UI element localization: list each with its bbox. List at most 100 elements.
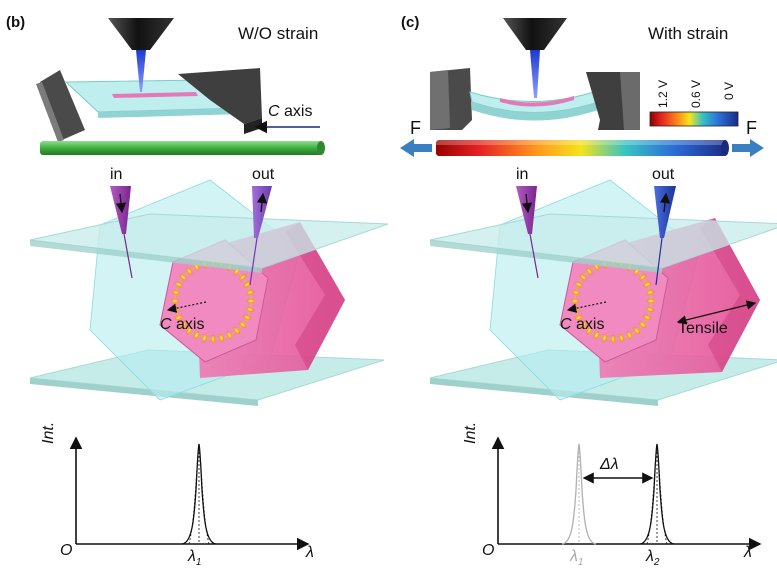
peak2-sub-c: 2 xyxy=(653,557,660,569)
out-direction-arrow-c xyxy=(659,192,671,213)
c-letter-b: C xyxy=(268,103,280,120)
mode-dot xyxy=(233,327,240,335)
mode-dot xyxy=(574,314,583,321)
mode-dot xyxy=(239,274,247,281)
voltage-colorbar xyxy=(649,111,739,127)
mode-dot xyxy=(593,331,600,340)
lambda-axis-label-b: λ xyxy=(306,544,314,561)
force-arrow-right xyxy=(732,139,764,157)
nanowire-on-substrate-b xyxy=(112,92,198,98)
mode-dot xyxy=(645,307,655,312)
peak2-symbol-c: λ xyxy=(646,548,654,565)
mode-dot xyxy=(245,307,255,312)
peak1-symbol-b: λ xyxy=(188,548,196,565)
mode-dot xyxy=(639,274,647,281)
mode-dot xyxy=(186,267,193,275)
origin-label-b: O xyxy=(60,542,73,559)
bent-nanowire-c xyxy=(500,96,574,107)
mode-dot xyxy=(193,331,200,340)
mode-dot xyxy=(246,298,256,304)
spectrum-plot-b xyxy=(69,436,310,551)
beam-c xyxy=(530,50,540,98)
mode-dot xyxy=(579,274,587,281)
colorbar-tick-2: 0.6 V xyxy=(689,79,703,108)
mode-dot xyxy=(602,333,607,343)
mode-dot xyxy=(170,298,180,304)
left-clamp-b xyxy=(40,70,85,140)
in-label-c: in xyxy=(516,166,529,183)
mode-dot xyxy=(210,334,216,344)
waveguide-assembly-c xyxy=(429,179,777,406)
top-slab-c xyxy=(429,213,777,269)
peak1-sub-c: 1 xyxy=(577,557,584,569)
mode-dot xyxy=(645,290,655,295)
mode-dot xyxy=(619,333,624,343)
mode-dot xyxy=(643,314,652,321)
peak1-sub-b: 1 xyxy=(195,557,202,569)
mode-dot xyxy=(219,333,224,343)
tip-b xyxy=(108,18,174,50)
peak1-symbol-c: λ xyxy=(570,548,578,565)
mode-dot xyxy=(639,321,647,328)
mode-dot xyxy=(179,274,187,281)
mode-dot xyxy=(171,290,181,295)
tensile-label: Tensile xyxy=(678,320,728,337)
out-probe-c xyxy=(654,186,676,238)
tensile-arrow xyxy=(676,300,757,325)
tip-c xyxy=(503,18,567,50)
mode-dot xyxy=(174,314,183,321)
shift-label: Δλ xyxy=(600,456,619,473)
force-right-label: F xyxy=(746,118,757,138)
mode-dot xyxy=(571,290,581,295)
int-label-c: Int. xyxy=(462,421,479,444)
mode-dot xyxy=(245,290,255,295)
mode-dot xyxy=(646,298,656,304)
mode-dot xyxy=(186,327,193,335)
bending-stage-b xyxy=(36,18,262,142)
panel-label-b: (b) xyxy=(6,14,26,31)
in-label-b: in xyxy=(110,166,123,183)
mode-dot xyxy=(610,334,616,344)
inner-c-word-c: axis xyxy=(571,316,605,333)
int-label-b: Int. xyxy=(40,421,57,444)
beam-b xyxy=(136,50,146,92)
panel-b xyxy=(29,18,389,551)
peak2-label-c: λ2 xyxy=(646,548,659,568)
mode-dot xyxy=(243,314,252,321)
mode-dot xyxy=(174,281,183,288)
panel-title-b: W/O strain xyxy=(238,24,319,43)
peak1-label-b: λ1 xyxy=(188,548,201,568)
inner-c-axis-label-c: C axis xyxy=(560,316,604,334)
right-clamp-b xyxy=(178,68,262,124)
mode-dot xyxy=(633,327,640,335)
force-arrow-left xyxy=(400,139,432,157)
peak1-label-c: λ1 xyxy=(570,548,583,568)
mode-dot xyxy=(239,321,247,328)
out-label-c: out xyxy=(652,166,675,183)
colorbar-tick-3: 0 V xyxy=(722,81,736,100)
c-word-b: axis xyxy=(279,103,313,120)
mode-dot xyxy=(243,281,252,288)
mode-dot xyxy=(179,321,187,328)
force-left-label: F xyxy=(410,118,421,138)
mode-dot xyxy=(626,331,633,340)
origin-label-c: O xyxy=(482,542,495,559)
inner-c-letter-c: C xyxy=(560,316,572,333)
inner-c-letter-b: C xyxy=(160,316,172,333)
out-direction-arrow-b xyxy=(256,192,268,213)
out-label-b: out xyxy=(252,166,275,183)
plain-nanowire-b xyxy=(40,141,325,155)
mode-dot xyxy=(570,298,580,304)
top-slab-b xyxy=(29,213,389,269)
bending-stage-c xyxy=(430,18,640,130)
spectrum-plot-c xyxy=(491,436,762,551)
lambda-axis-label-c: λ xyxy=(744,544,752,561)
mode-dot xyxy=(574,281,583,288)
c-axis-label-b: C axis xyxy=(268,103,312,121)
c-axis-dashed-b xyxy=(166,301,207,313)
waveguide-assembly-b xyxy=(29,179,389,406)
in-direction-arrow-b xyxy=(115,193,127,214)
c-axis-dashed-c xyxy=(566,301,607,313)
mode-dot xyxy=(202,333,207,343)
